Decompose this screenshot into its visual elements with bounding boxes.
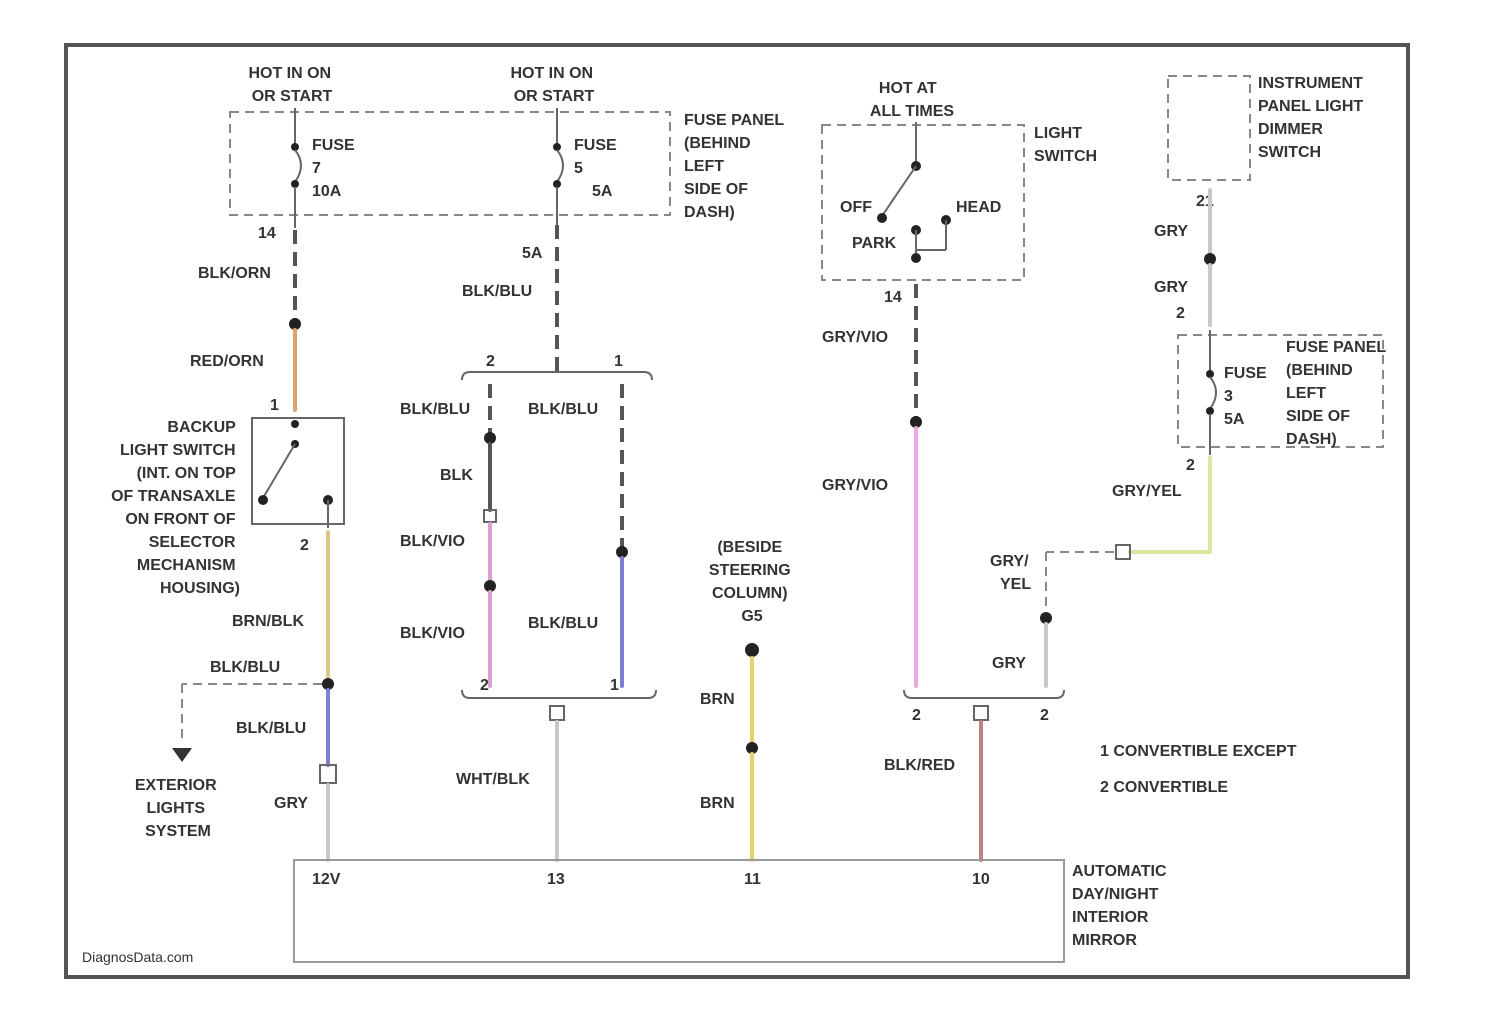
exterior-lights-label: EXTERIOR LIGHTS SYSTEM [135,777,221,840]
connector-14-a: 14 [258,225,276,242]
supply-label-3: HOT AT ALL TIMES [870,80,954,120]
mirror-pin-13: 13 [547,871,565,888]
mirror-pin-10: 10 [972,871,990,888]
switch-head-label: HEAD [956,199,1001,216]
dimmer-switch-box [1168,76,1250,180]
wire-label-blk-blu-1: BLK/BLU [210,659,280,676]
wire-label-blk: BLK [440,467,473,484]
wire-label-wht-blk: WHT/BLK [456,771,530,788]
supply-label-2: HOT IN ON OR START [510,65,597,105]
wire-label-gry-yel-2: GRY/ YEL [990,553,1033,593]
wire-label-blk-vio-2: BLK/VIO [400,625,465,642]
wire-label-blk-blu-right: BLK/BLU [528,401,598,418]
fuse-3-label: FUSE 3 5A [1224,365,1271,428]
fuse-panel-label-2: FUSE PANEL (BEHIND LEFT SIDE OF DASH) [1286,339,1390,448]
switch-off-label: OFF [840,199,872,216]
wire-label-gry-low: GRY [992,655,1026,672]
fuse-5-label: FUSE 5 5A [574,137,621,200]
wire-label-gry-top: GRY [1154,223,1188,240]
ground-g5 [745,643,759,657]
wire-label-blk-red: BLK/RED [884,757,955,774]
connector-1-a: 1 [270,397,279,414]
legend-item-2: 2 CONVERTIBLE [1100,779,1228,796]
switch-park-label: PARK [852,235,897,252]
connector-2-f: 2 [1186,457,1195,474]
wire-label-blk-orn: BLK/ORN [198,265,271,282]
connector-2-d: 2 [912,707,921,724]
legend-item-1: 1 CONVERTIBLE EXCEPT [1100,743,1297,760]
wire-label-gry-vio-1: GRY/VIO [822,329,888,346]
backup-switch-box [252,418,344,524]
connector-2-a: 2 [300,537,309,554]
connector-14-b: 14 [884,289,902,306]
wire-label-brn-blk: BRN/BLK [232,613,304,630]
connector-1-d: 2 [1040,707,1049,724]
connector-1-c: 1 [610,677,619,694]
wire-label-blk-blu-3: BLK/BLU [528,615,598,632]
wire-label-gry-vio-2: GRY/VIO [822,477,888,494]
fuse-panel-label: FUSE PANEL (BEHIND LEFT SIDE OF DASH) [684,112,788,221]
exterior-arrow [172,748,192,762]
mirror-pin-12v: 12V [312,871,341,888]
wire-label-brn-1: BRN [700,691,735,708]
dimmer-switch-label: INSTRUMENT PANEL LIGHT DIMMER SWITCH [1258,75,1368,161]
backup-switch-label: BACKUP LIGHT SWITCH (INT. ON TOP OF TRAN… [111,419,240,597]
wire-label-red-orn: RED/ORN [190,353,264,370]
mirror-label: AUTOMATIC DAY/NIGHT INTERIOR MIRROR [1072,863,1171,949]
supply-label-1: HOT IN ON OR START [248,65,335,105]
mirror-pin-11: 11 [744,871,761,888]
wire-label-brn-2: BRN [700,795,735,812]
wire-label-gry-mid: GRY [1154,279,1188,296]
mirror-box [294,860,1064,962]
wire-label-blk-vio-1: BLK/VIO [400,533,465,550]
connector-1-b: 1 [614,353,623,370]
connector-2-b: 2 [486,353,495,370]
wire-label-gry-yel: GRY/YEL [1112,483,1182,500]
steering-column-label: (BESIDE STEERING COLUMN) G5 [709,539,795,625]
connector-2-e: 2 [1176,305,1185,322]
wire-label-blk-blu-left: BLK/BLU [400,401,470,418]
connector-5a: 5A [522,245,543,262]
wire-label-gry-1: GRY [274,795,308,812]
connector-2-c: 2 [480,677,489,694]
light-switch-label: LIGHT SWITCH [1034,125,1097,165]
wire-label-blk-blu-2: BLK/BLU [236,720,306,737]
wire-label-blk-blu-main: BLK/BLU [462,283,532,300]
fuse-7-label: FUSE 7 10A [312,137,359,200]
watermark: DiagnosData.com [82,949,193,965]
